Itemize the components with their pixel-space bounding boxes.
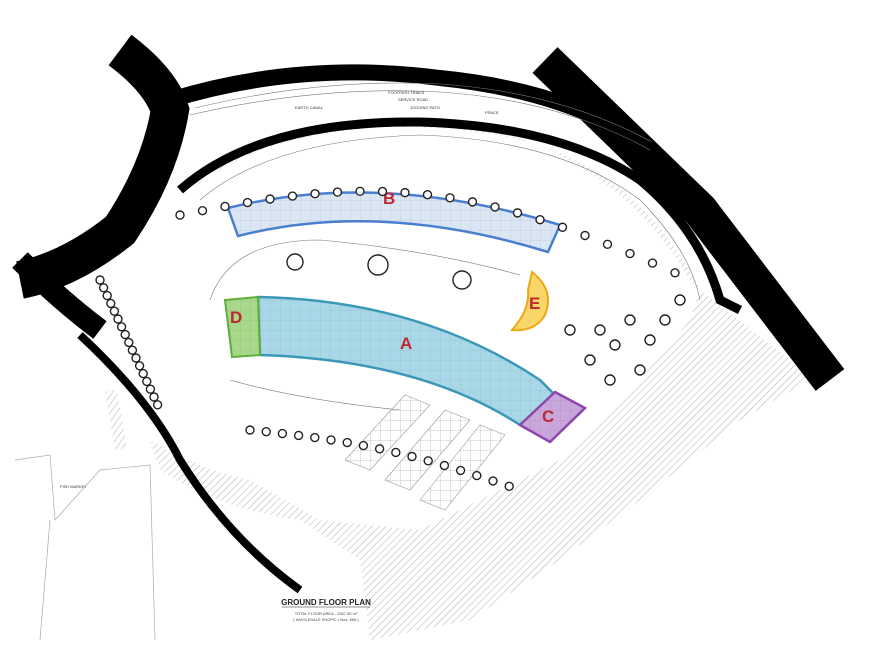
tree-icon [594,324,606,336]
zone-d-label: D [230,308,242,327]
hatched-area-west [150,440,300,520]
tree-icon [609,339,621,351]
tree-icon [95,275,105,285]
label-footpath: FOOTPATH TRAILS [388,90,425,95]
hatched-area-east [250,290,810,640]
tree-icon [452,270,472,290]
tree-icon [286,253,304,271]
tree-icon [277,428,288,439]
tree-icon [265,194,275,204]
neighbour-outline [14,454,156,641]
plan-subtitle-area: TOTAL FLOOR AREA - 2367.50 m² [295,611,358,616]
tree-icon [142,376,152,387]
tree-icon [116,322,127,332]
tree-icon [624,314,636,326]
hatched-strip [104,389,128,451]
tree-icon [131,353,141,363]
tree-icon [106,298,116,309]
tree-icon [134,361,145,371]
tree-icon [467,197,478,207]
tree-icon [113,314,123,324]
zone-e-building[interactable] [509,270,549,332]
tree-icon [287,191,298,201]
tree-icon [145,384,156,394]
zone-a-label: A [400,334,412,353]
tree-icon [138,368,148,379]
tree-icon [355,186,365,197]
tree-icon [152,400,163,410]
tree-icon [175,210,185,220]
tree-icon [98,283,109,293]
tree-icon [124,337,134,348]
tree-icon [342,437,352,448]
tree-icon [242,197,253,208]
tree-icon [245,425,255,435]
tree-icon [604,374,616,386]
tree-icon [659,314,671,326]
tree-icon [391,447,401,458]
zone-b-units [228,192,560,252]
tree-icon [332,187,343,197]
tree-icon [127,345,138,355]
tree-icon [564,324,576,336]
zone-c-units [520,392,585,442]
tree-icon [535,214,545,225]
zone-d-units [225,297,260,357]
tree-icon [261,427,271,437]
tree-icon [504,481,514,492]
tree-icon [422,190,433,200]
tree-icon [120,329,130,340]
tree-icon [674,294,686,306]
label-jogging-path: JOGGING PATH [410,105,440,110]
parking-area [344,394,506,511]
tree-icon [512,208,523,218]
label-earth-canal: EARTH CANAL [295,105,324,110]
tree-icon [374,444,385,454]
tree-icon [310,432,320,443]
tree-icon [377,186,388,197]
tree-icon [584,354,596,366]
zone-e-label: E [529,294,540,313]
tree-icon [293,430,304,441]
plan-title: GROUND FLOOR PLAN [281,598,371,607]
tree-icon [220,201,230,212]
label-fish-market: FISH MARKET [60,484,87,489]
trees [95,186,686,492]
tree-icon [102,290,112,301]
roads [12,34,845,594]
tree-icon [557,222,568,232]
tree-icon [109,306,120,316]
tree-icon [644,334,656,346]
tree-icon [197,205,208,216]
tree-icon [455,465,466,476]
tree-icon [472,470,482,481]
zone-a-units [258,297,555,425]
tree-icon [647,258,658,268]
road-lines [189,82,701,411]
tree-icon [326,435,336,445]
tree-icon [358,440,369,451]
tree-icon [400,187,410,198]
tree-icon [602,239,613,250]
label-service-road: SERVICE ROAD [398,97,428,102]
tree-icon [149,392,159,402]
tree-icon [445,193,455,203]
tree-icon [439,460,450,471]
tree-icon [310,188,320,199]
tree-icon [634,364,646,376]
tree-icon [367,254,389,276]
tree-icon [488,476,498,486]
tree-icon [670,268,680,278]
label-fence: FENCE [485,110,499,115]
tree-icon [407,451,417,462]
tree-icon [580,230,590,241]
tree-icon [490,202,500,212]
tree-icon [625,248,635,259]
plan-subtitle-shops: ( WHOLESALE SHOPS = Nos. 666 ) [293,617,359,622]
tree-icon [423,456,433,466]
zone-c-label: C [542,407,554,426]
